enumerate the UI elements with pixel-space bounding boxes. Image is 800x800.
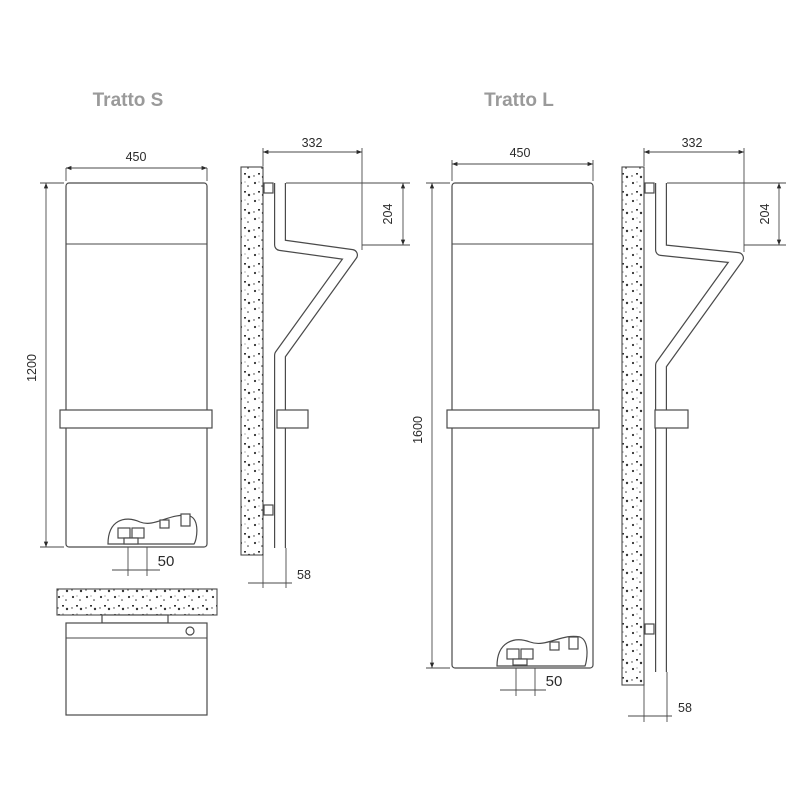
s-depth-label: 332 [302, 136, 323, 150]
s-valve-label: 50 [158, 553, 175, 570]
s-front-panel [65, 182, 208, 548]
s-side-wall [240, 166, 264, 556]
title-tratto-l: Tratto L [484, 90, 554, 111]
tratto-l-front-view: 450 1600 50 [411, 146, 600, 696]
l-side-bottom-bracket [644, 623, 655, 635]
l-valve-label: 50 [546, 673, 563, 690]
l-offset-label: 204 [758, 204, 772, 225]
s-top-bracket [101, 614, 169, 624]
tratto-l-side-view: 332 204 58 [621, 136, 786, 722]
s-offset-label: 204 [381, 204, 395, 225]
l-depth-label: 332 [682, 136, 703, 150]
s-valve-body [117, 513, 191, 545]
s-top-valve-knob [185, 626, 195, 636]
tratto-s-front-view: 450 1200 50 [25, 150, 213, 576]
l-towel-bar [446, 409, 600, 429]
tratto-s-top-view [56, 588, 218, 716]
title-tratto-s: Tratto S [93, 90, 164, 111]
l-height-label: 1600 [411, 416, 425, 444]
l-pipe-label: 58 [678, 701, 692, 715]
s-pipe-label: 58 [297, 568, 311, 582]
tratto-s-side-view: 332 204 58 [240, 136, 410, 588]
s-side-bar-block [276, 409, 309, 429]
l-side-bar-block [654, 409, 689, 429]
s-towel-bar [59, 409, 213, 429]
s-top-wall [56, 588, 218, 616]
s-width-label: 450 [126, 150, 147, 164]
l-valve-body [506, 636, 579, 666]
s-side-pipe [274, 183, 358, 548]
s-side-top-bracket [263, 182, 274, 194]
l-side-wall [621, 166, 645, 686]
l-side-top-bracket [644, 182, 655, 194]
s-height-label: 1200 [25, 354, 39, 382]
l-width-label: 450 [510, 146, 531, 160]
s-top-body [65, 622, 208, 716]
s-side-bottom-bracket [263, 504, 274, 516]
